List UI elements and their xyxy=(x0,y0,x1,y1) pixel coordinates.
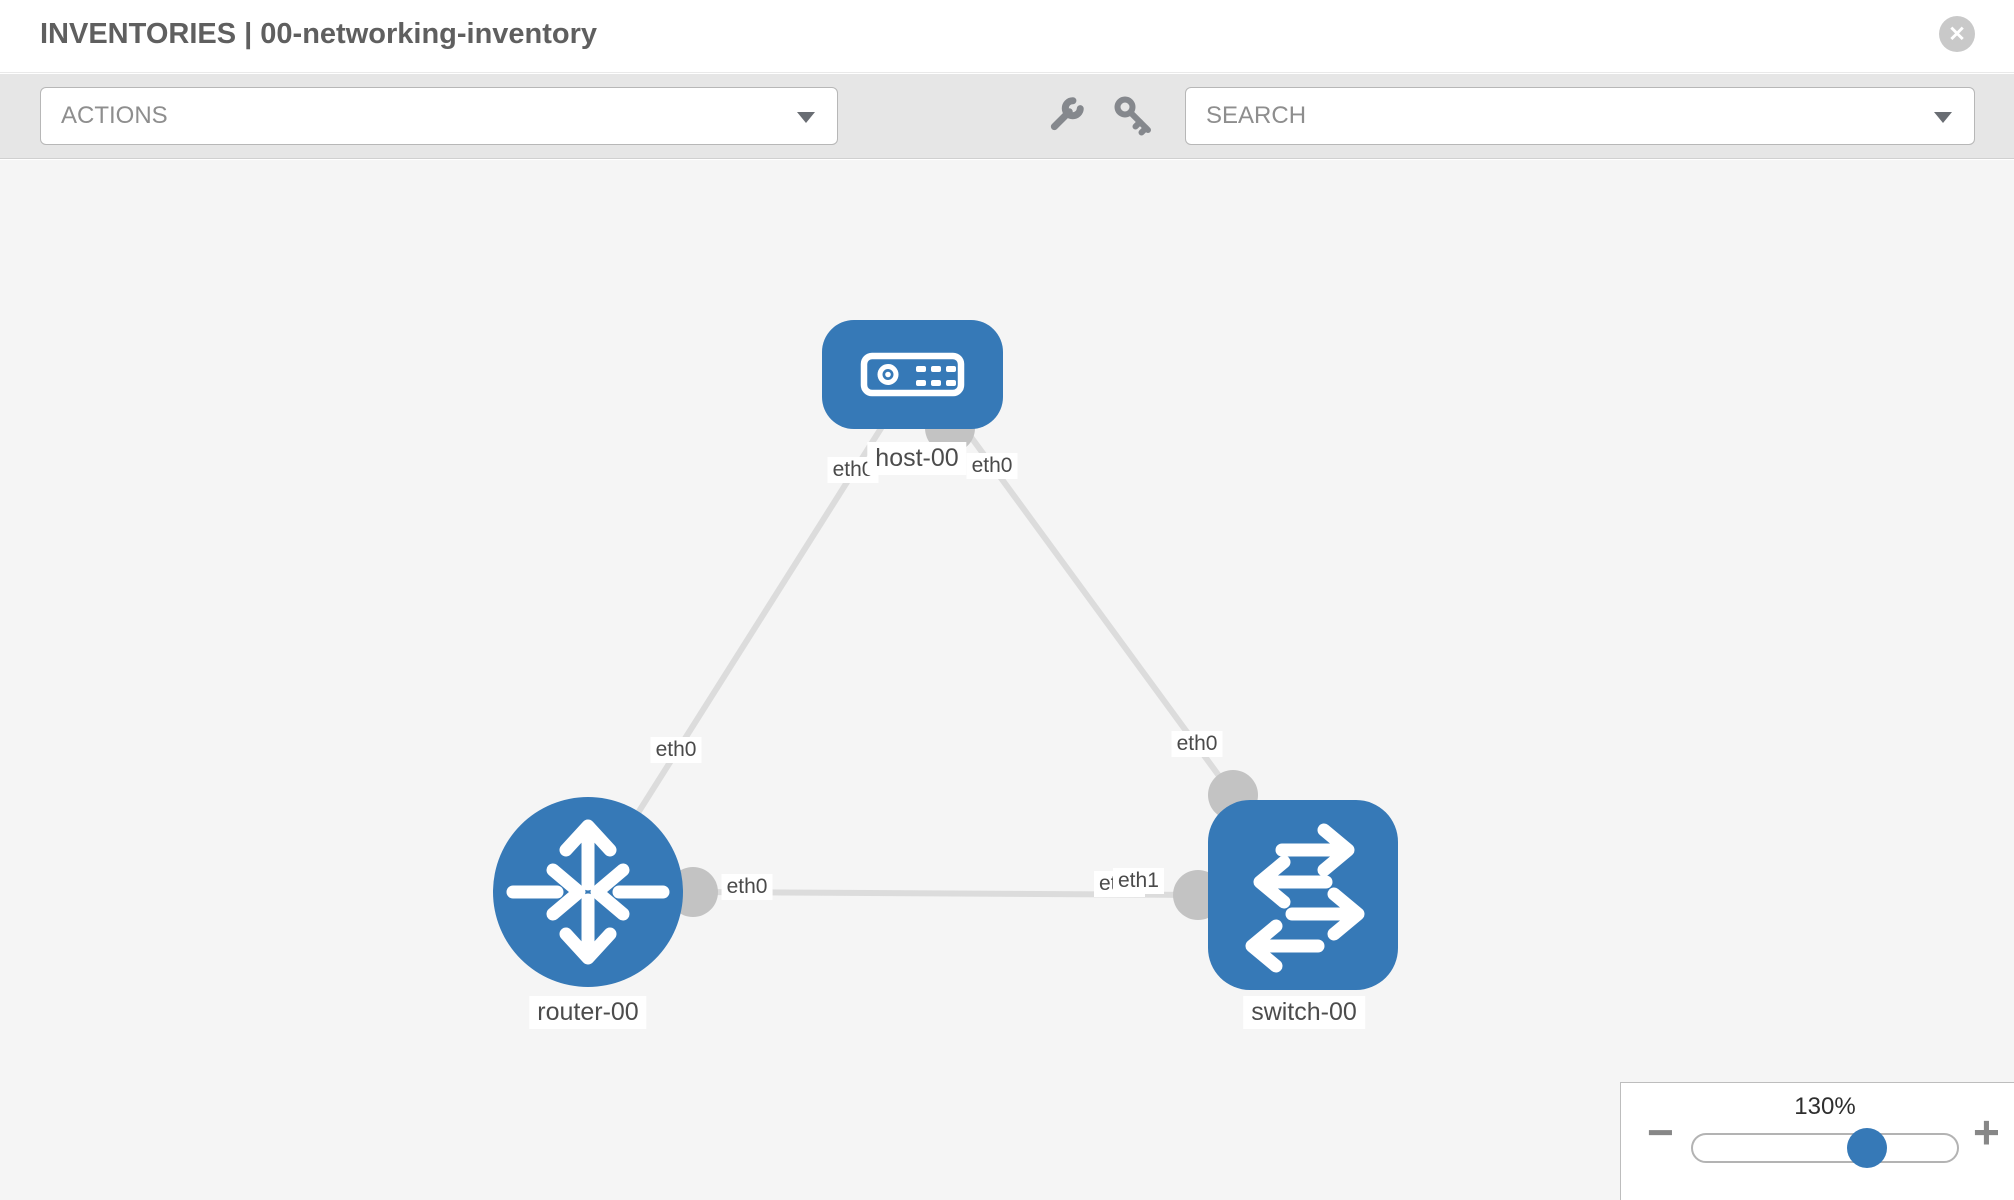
zoom-out-button[interactable]: − xyxy=(1647,1106,1674,1158)
search-dropdown-label: SEARCH xyxy=(1206,102,1307,129)
zoom-level: 130% xyxy=(1794,1093,1856,1120)
iface-label: eth0 xyxy=(721,874,773,900)
node-label-host-00[interactable]: host-00 xyxy=(867,442,967,475)
actions-dropdown-label: ACTIONS xyxy=(61,102,168,129)
link-group xyxy=(585,420,1236,898)
switch-node-shape[interactable] xyxy=(1208,800,1398,990)
router-node-shape[interactable] xyxy=(493,797,683,987)
iface-label: eth0 xyxy=(1171,731,1223,757)
wrench-icon[interactable] xyxy=(1042,93,1088,139)
iface-label: eth0 xyxy=(650,737,702,763)
port-group xyxy=(668,403,1258,920)
toolbar-icon-group xyxy=(1042,87,1156,145)
topology-graph xyxy=(493,320,1398,990)
zoom-in-button[interactable]: + xyxy=(1973,1106,2000,1158)
router-icon xyxy=(506,819,670,965)
node-label-router-00[interactable]: router-00 xyxy=(529,996,647,1029)
chevron-down-icon xyxy=(797,112,815,123)
switch-icon xyxy=(1245,823,1365,973)
key-icon[interactable] xyxy=(1112,94,1156,138)
topology-canvas[interactable]: eth0 eth0 eth0 eth0 eth0 eth0 eth1 host-… xyxy=(0,160,2014,1200)
node-label-switch-00[interactable]: switch-00 xyxy=(1243,996,1365,1029)
zoom-slider-track[interactable] xyxy=(1691,1128,1959,1168)
close-icon: ✕ xyxy=(1948,22,1966,46)
zoom-control-panel: 130% − + xyxy=(1620,1082,2014,1200)
header: INVENTORIES | 00-networking-inventory ✕ xyxy=(0,0,2014,73)
node-host-00[interactable] xyxy=(822,320,1003,429)
actions-dropdown[interactable]: ACTIONS xyxy=(40,87,838,145)
close-button[interactable]: ✕ xyxy=(1939,16,1975,52)
page-title: INVENTORIES | 00-networking-inventory xyxy=(40,18,598,50)
iface-label: eth0 xyxy=(966,453,1018,479)
search-dropdown[interactable]: SEARCH xyxy=(1185,87,1975,145)
toolbar: ACTIONS SEARCH xyxy=(0,74,2014,159)
node-router-00[interactable] xyxy=(493,797,683,987)
zoom-slider-thumb[interactable] xyxy=(1847,1128,1887,1168)
host-icon xyxy=(860,352,965,397)
iface-label: eth1 xyxy=(1113,868,1164,894)
chevron-down-icon xyxy=(1934,112,1952,123)
node-switch-00[interactable] xyxy=(1208,800,1398,990)
host-node-shape[interactable] xyxy=(822,320,1003,429)
